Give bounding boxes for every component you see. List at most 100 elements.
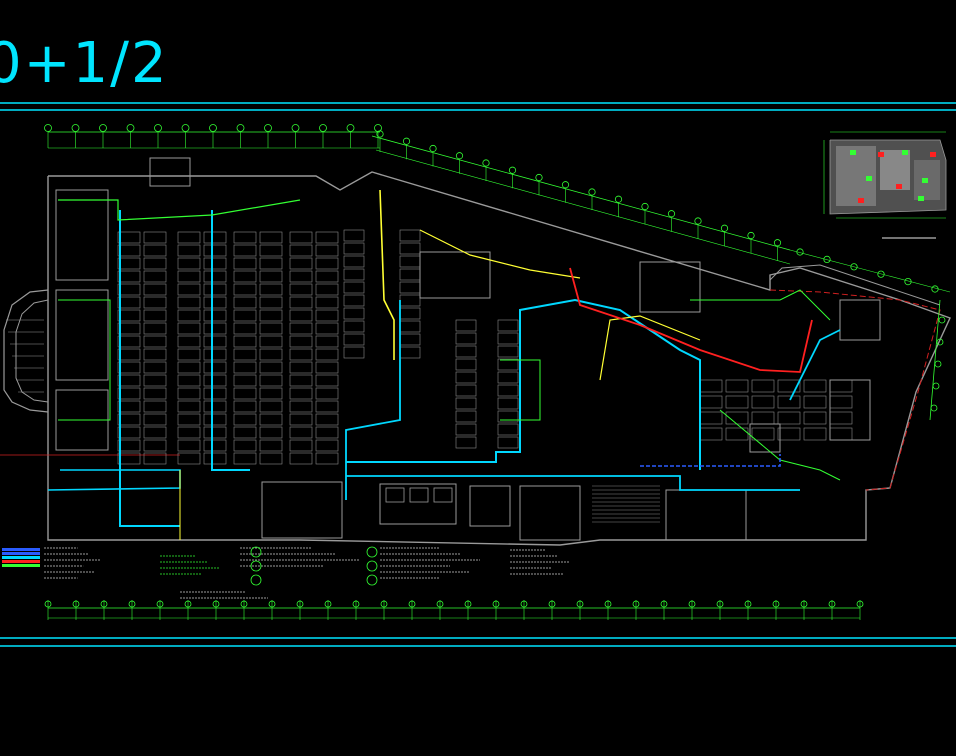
pipe-yellow-3 [599,315,701,381]
pipe-green-east [719,409,841,481]
parking-stall-left [233,283,257,296]
parking-stall-left [289,413,313,426]
axis-bubble-right [934,360,942,368]
parking-stall-center [455,345,477,358]
parking-stalls [117,229,853,523]
parking-stall-left [177,413,201,426]
parking-stall-left [117,374,141,387]
drawing-title: 0+1/2 [0,31,169,96]
parking-stall-east [829,379,853,393]
axis-bubble-top [154,124,162,132]
parking-stall-left [177,374,201,387]
room-north-1 [419,251,491,299]
parking-stall-right [203,400,227,413]
axis-bubble-diagonal [535,173,543,182]
axis-bubble-diagonal [641,202,649,211]
parking-stall-right [143,244,167,257]
pipe-green-north [58,199,301,221]
parking-stall-left [289,244,313,257]
parking-stall-left [177,387,201,400]
axis-bubble-diagonal [667,210,676,218]
parking-stall-left [289,257,313,270]
parking-stall-left [289,361,313,374]
parking-stall-left [117,309,141,322]
pipe-cyan-south [346,475,800,491]
parking-stall-left [177,400,201,413]
axis-bubble-diagonal [773,239,782,247]
parking-stall-right [203,387,227,400]
symbol-circle [366,574,378,586]
key-plan-zone-2 [880,150,910,190]
parking-stall-left [289,296,313,309]
axis-bubble-diagonal [720,224,729,232]
parking-stall-right [203,322,227,335]
pipe-network [47,189,841,540]
parking-stall-center [343,268,365,281]
axis-bubble-top [181,124,190,132]
axis-bubble-top [319,124,327,132]
parking-stall-left [177,348,201,361]
parking-stall-left [289,335,313,348]
axis-bubble-top [264,124,272,132]
room-south-3 [469,485,511,527]
parking-stall-right [259,335,283,348]
parking-stall-right [259,413,283,426]
parking-stall-left [177,426,201,439]
legend-swatch [2,552,40,555]
axis-bubble-right [938,316,946,324]
parking-stall-left [117,439,141,452]
parking-stall-east [803,427,827,441]
parking-stall-left [177,335,201,348]
parking-stall-left [289,400,313,413]
parking-stall-left [117,400,141,413]
parking-stall-right [315,413,339,426]
key-plan-marker [850,150,856,155]
parking-stall-left [117,361,141,374]
axis-bubble-top [209,124,217,132]
parking-stall-center [497,423,519,436]
parking-stall-right [143,296,167,309]
parking-stall-right [259,439,283,452]
axis-line-diagonal-end [789,249,951,293]
parking-stall-left [233,335,257,348]
curved-ramp-outer [3,289,49,413]
room-south-unit [385,487,405,503]
pipe-green-center [500,359,541,421]
parking-stall-left [117,413,141,426]
legend-swatch [2,548,40,551]
parking-stall-east [803,379,827,393]
parking-stall-left [233,452,257,465]
parking-stall-left [289,309,313,322]
key-plan-marker [902,150,908,155]
pipe-cyan-east [789,329,841,401]
parking-stall-east [699,427,723,441]
parking-stall-right [203,283,227,296]
parking-stall-right [143,413,167,426]
dim-line-diagonal [375,149,791,265]
key-plan-marker [858,198,864,203]
key-plan-marker [930,152,936,157]
parking-stall-right [259,257,283,270]
axis-bubble-diagonal [904,277,912,286]
parking-stall-center [343,307,365,320]
parking-stall-left [233,296,257,309]
room-south-2 [379,483,457,525]
parking-stall-left [233,400,257,413]
notes-area [2,546,570,599]
parking-stall-east [777,395,801,409]
parking-stall-center [343,320,365,333]
parking-stall-left [233,426,257,439]
parking-stall-left [289,374,313,387]
parking-stall-center [343,281,365,294]
parking-stall-left [233,244,257,257]
axis-bubble-diagonal [747,231,755,240]
curved-ramp-inner [15,299,49,403]
parking-stall-right [259,231,283,244]
parking-stall-center [399,255,421,268]
parking-stall-right [143,400,167,413]
parking-stall-center [497,345,519,358]
parking-stall-left [117,452,141,465]
key-plan-marker [918,196,924,201]
parking-stall-right [143,426,167,439]
